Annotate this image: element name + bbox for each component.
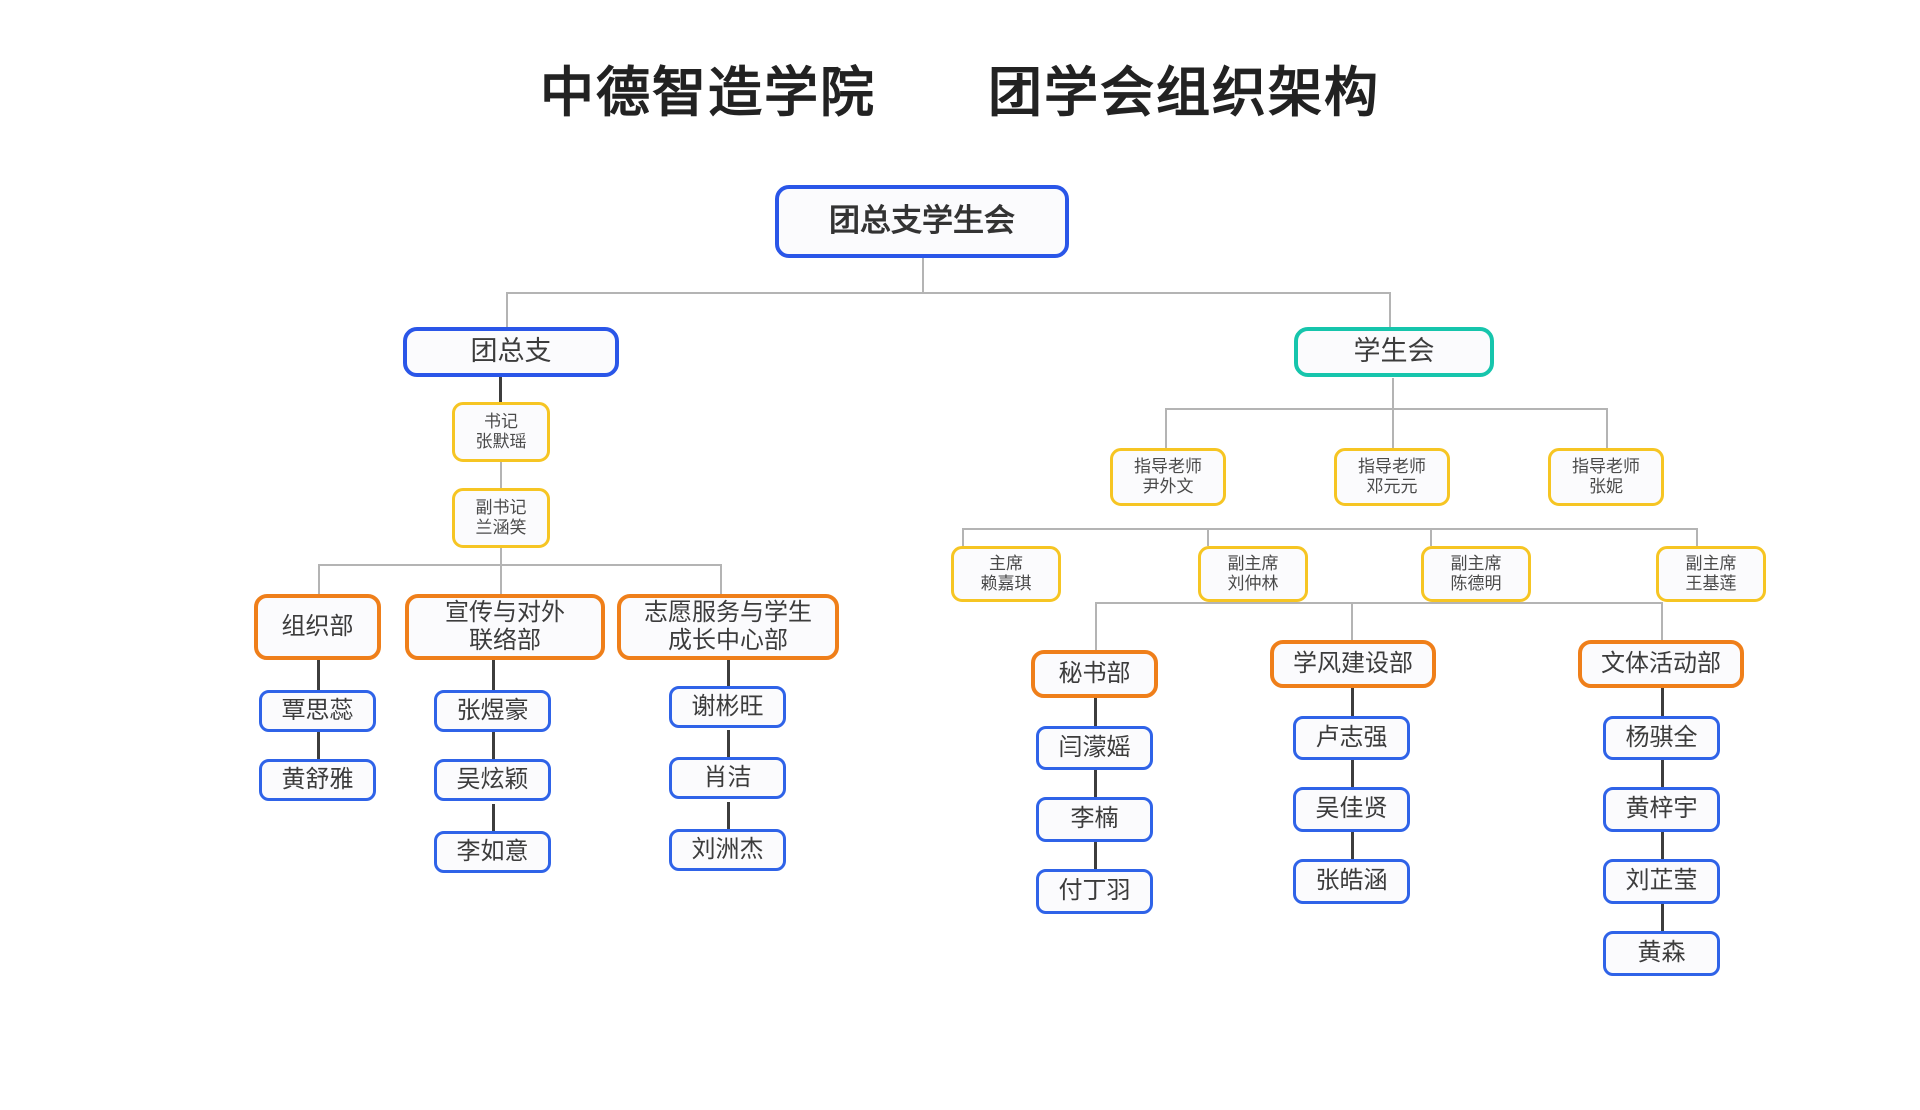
- connector-right-d3-to-m1: [1661, 688, 1664, 716]
- node-officer-secretary[interactable]: 书记 张默瑶: [452, 402, 550, 462]
- node-member[interactable]: 闫濛媱: [1036, 726, 1153, 770]
- node-member[interactable]: 李楠: [1036, 797, 1153, 842]
- connector-advisor1-drop: [1165, 408, 1167, 448]
- node-member[interactable]: 覃思蕊: [259, 690, 376, 732]
- connector-advisor3-drop: [1606, 408, 1608, 448]
- connector-root-bus: [506, 292, 1390, 294]
- connector-officer1-drop: [962, 528, 964, 546]
- connector-left-d3-m1-m2: [727, 730, 730, 757]
- node-member[interactable]: 付丁羽: [1036, 869, 1153, 914]
- connector-root-down: [922, 258, 924, 292]
- connector-left-branch-to-secretary: [499, 376, 502, 402]
- connector-left-d2-m1-m2: [492, 732, 495, 759]
- connector-left-d2-to-m1: [492, 660, 495, 690]
- node-department-academic-style[interactable]: 学风建设部: [1270, 640, 1436, 688]
- node-member[interactable]: 肖洁: [669, 757, 786, 799]
- connector-left-dept3-drop: [720, 564, 722, 594]
- connector-right-dept-feed: [1351, 602, 1353, 642]
- node-officer-vice-chairman-liu[interactable]: 副主席 刘仲林: [1198, 546, 1308, 602]
- connector-advisor-bus: [1165, 408, 1606, 410]
- connector-left-dept1-drop: [318, 564, 320, 594]
- connector-bus-to-right-branch: [1389, 292, 1391, 330]
- connector-right-dept3-drop: [1661, 602, 1663, 650]
- node-member[interactable]: 黄森: [1603, 931, 1720, 976]
- connector-right-branch-down: [1392, 378, 1394, 408]
- node-department-organization[interactable]: 组织部: [254, 594, 381, 660]
- connector-left-dept-bus: [318, 564, 721, 566]
- node-advisor-yin-waiwen[interactable]: 指导老师 尹外文: [1110, 448, 1226, 506]
- node-department-publicity-liaison[interactable]: 宣传与对外 联络部: [405, 594, 605, 660]
- node-member[interactable]: 张皓涵: [1293, 859, 1410, 904]
- node-branch-student-union[interactable]: 学生会: [1294, 327, 1494, 377]
- connector-left-d3-m2-m3: [727, 802, 730, 829]
- connector-officer2-drop: [1207, 528, 1209, 546]
- connector-right-d3-m3-m4: [1661, 904, 1664, 931]
- connector-right-d3-m2-m3: [1661, 832, 1664, 859]
- node-root-union[interactable]: 团总支学生会: [775, 185, 1069, 258]
- node-officer-vice-chairman-wang[interactable]: 副主席 王基莲: [1656, 546, 1766, 602]
- connector-left-d3-to-m1: [727, 660, 730, 686]
- page-title: 中德智造学院 团学会组织架构: [540, 63, 1380, 123]
- connector-right-d3-m1-m2: [1661, 760, 1664, 787]
- node-member[interactable]: 卢志强: [1293, 716, 1410, 760]
- connector-right-d1-m2-m3: [1094, 842, 1097, 869]
- connector-right-d1-to-m1: [1094, 698, 1097, 726]
- connector-secretary-to-vice: [500, 462, 502, 488]
- connector-right-d2-m2-m3: [1351, 832, 1354, 859]
- node-member[interactable]: 张煜豪: [434, 690, 551, 732]
- node-advisor-zhang-ni[interactable]: 指导老师 张妮: [1548, 448, 1664, 506]
- node-member[interactable]: 黄舒雅: [259, 759, 376, 801]
- node-member[interactable]: 黄梓宇: [1603, 787, 1720, 832]
- connector-right-d2-to-m1: [1351, 688, 1354, 716]
- node-member[interactable]: 谢彬旺: [669, 686, 786, 728]
- connector-advisor2-drop: [1392, 408, 1394, 448]
- node-branch-youth-league[interactable]: 团总支: [403, 327, 619, 377]
- node-member[interactable]: 杨骐全: [1603, 716, 1720, 760]
- node-member[interactable]: 吴炫颖: [434, 759, 551, 801]
- node-member[interactable]: 刘芷莹: [1603, 859, 1720, 904]
- connector-right-d1-m1-m2: [1094, 770, 1097, 797]
- node-officer-vice-chairman-chen[interactable]: 副主席 陈德明: [1421, 546, 1531, 602]
- node-officer-chairman[interactable]: 主席 赖嘉琪: [951, 546, 1061, 602]
- node-officer-vice-secretary[interactable]: 副书记 兰涵笑: [452, 488, 550, 548]
- connector-officer3-drop: [1430, 528, 1432, 546]
- connector-bus-to-left-branch: [506, 292, 508, 330]
- node-member[interactable]: 李如意: [434, 831, 551, 873]
- connector-right-dept-bus: [1095, 602, 1661, 604]
- connector-right-d2-m1-m2: [1351, 760, 1354, 787]
- connector-officer-bus: [962, 528, 1697, 530]
- connector-officer4-drop: [1696, 528, 1698, 546]
- connector-left-d2-m2-m3: [492, 804, 495, 831]
- node-member[interactable]: 刘洲杰: [669, 829, 786, 871]
- node-member[interactable]: 吴佳贤: [1293, 787, 1410, 832]
- node-advisor-deng-yuanyuan[interactable]: 指导老师 邓元元: [1334, 448, 1450, 506]
- connector-left-d1-m1-m2: [317, 732, 320, 759]
- connector-vice-down: [500, 548, 502, 564]
- connector-right-dept1-drop: [1095, 602, 1097, 650]
- node-department-volunteer-growth[interactable]: 志愿服务与学生 成长中心部: [617, 594, 839, 660]
- connector-left-dept2-drop: [500, 564, 502, 594]
- node-department-culture-sports[interactable]: 文体活动部: [1578, 640, 1744, 688]
- connector-left-d1-to-m1: [317, 660, 320, 690]
- node-department-secretariat[interactable]: 秘书部: [1031, 650, 1158, 698]
